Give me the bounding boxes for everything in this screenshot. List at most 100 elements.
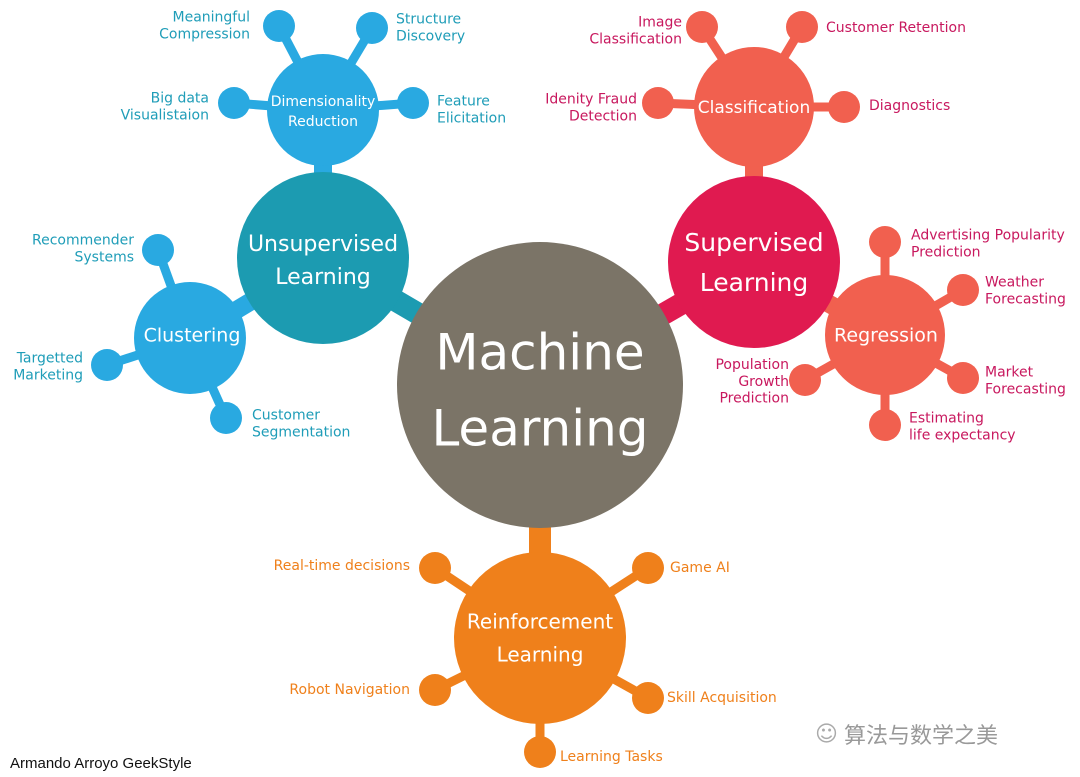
regression-leaf-dot [789,364,821,396]
reinforcement-leaf-label: Skill Acquisition [667,690,777,706]
classification-leaf-label-line: Diagnostics [869,98,950,114]
dimensionality-leaf-label-line: Structure [396,12,461,28]
clustering-leaf-label-line: Segmentation [252,424,350,440]
classification-leaf-label-line: Detection [569,108,637,124]
reinforcement-leaf-dot [419,674,451,706]
dimensionality-leaf-label-line: Big data [151,91,209,107]
reinforcement-leaf-label: Robot Navigation [289,682,410,698]
reinforcement-label-line: Reinforcement [467,610,613,634]
regression-leaf-dot [947,362,979,394]
classification-leaf-label-line: Customer Retention [826,20,966,36]
reinforcement-leaf-label: Learning Tasks [560,749,663,765]
regression-leaf-label-line: Forecasting [985,381,1066,397]
supervised-label-line: Supervised [684,228,823,257]
regression-leaf-label-line: Forecasting [985,291,1066,307]
regression-leaf-label-line: life expectancy [909,427,1016,443]
supervised-node [668,176,840,348]
unsupervised-label-line: Learning [275,265,371,290]
dimensionality-leaf-label-line: Discovery [396,28,465,44]
dimensionality-leaf-label-line: Elicitation [437,110,506,126]
regression-node [825,275,945,395]
reinforcement-leaf-label: Real-time decisions [274,558,410,574]
reinforcement-leaf-dot [524,736,556,768]
clustering-label-line: Clustering [144,325,241,347]
machine-learning-label-line: Learning [431,400,648,458]
regression-leaf-dot [869,409,901,441]
clustering-leaf-label-line: Marketing [13,367,83,383]
clustering-leaf-dot [91,349,123,381]
regression-leaf-label-line: Prediction [911,244,981,260]
reinforcement-leaf-label-line: Game AI [670,560,730,576]
regression-label: Regression [834,325,938,347]
clustering-leaf-label-line: Recommender [32,233,134,249]
machine-learning-node [397,242,683,528]
regression-leaf-label-line: Growth [738,374,789,390]
dimensionality-leaf-dot [263,10,295,42]
dimensionality-leaf-label-line: Visualistaion [121,107,209,123]
author-credit: Armando Arroyo GeekStyle [10,755,192,772]
regression-leaf-label-line: Population [715,357,789,373]
regression-leaf-label-line: Weather [985,275,1044,291]
unsupervised-label-line: Unsupervised [248,232,398,257]
clustering-leaf-dot [142,234,174,266]
regression-leaf-label-line: Market [985,365,1034,381]
clustering-leaf-label-line: Customer [252,408,320,424]
reinforcement-leaf-dot [632,552,664,584]
regression-label-line: Regression [834,325,938,347]
machine-learning-label-line: Machine [435,324,644,382]
reinforcement-leaf-label-line: Robot Navigation [289,682,410,698]
classification-leaf-dot [828,91,860,123]
regression-leaf-label-line: Prediction [719,391,789,407]
classification-leaf-dot [786,11,818,43]
regression-leaf-dot [869,226,901,258]
dimensionality-label-line: Reduction [288,114,358,130]
classification-leaf-label-line: Idenity Fraud [545,92,637,108]
supervised-label-line: Learning [700,268,809,297]
classification-leaf-label-line: Image [638,15,682,31]
reinforcement-leaf-label-line: Real-time decisions [274,558,410,574]
watermark: ☺ 算法与数学之美 [815,718,998,750]
reinforcement-leaf-label-line: Skill Acquisition [667,690,777,706]
reinforcement-leaf-dot [632,682,664,714]
classification-leaf-label: Diagnostics [869,98,950,114]
wechat-icon: ☺ [815,721,838,747]
dimensionality-leaf-dot [218,87,250,119]
clustering-leaf-label-line: Targetted [16,351,83,367]
classification-leaf-dot [686,11,718,43]
classification-node [694,47,814,167]
classification-leaf-label-line: Classification [589,31,682,47]
dimensionality-leaf-dot [356,12,388,44]
classification-leaf-dot [642,87,674,119]
regression-leaf-label-line: Estimating [909,411,984,427]
dimensionality-leaf-label-line: Meaningful [173,10,251,26]
dimensionality-leaf-label-line: Feature [437,94,490,110]
dimensionality-node [267,54,379,166]
dimensionality-label-line: Dimensionality [271,94,376,110]
dimensionality-leaf-label-line: Compression [159,26,250,42]
reinforcement-label-line: Learning [497,643,584,667]
clustering-leaf-dot [210,402,242,434]
regression-leaf-dot [947,274,979,306]
reinforcement-leaf-label: Game AI [670,560,730,576]
dimensionality-leaf-dot [397,87,429,119]
classification-label-line: Classification [698,98,810,118]
reinforcement-leaf-label-line: Learning Tasks [560,749,663,765]
